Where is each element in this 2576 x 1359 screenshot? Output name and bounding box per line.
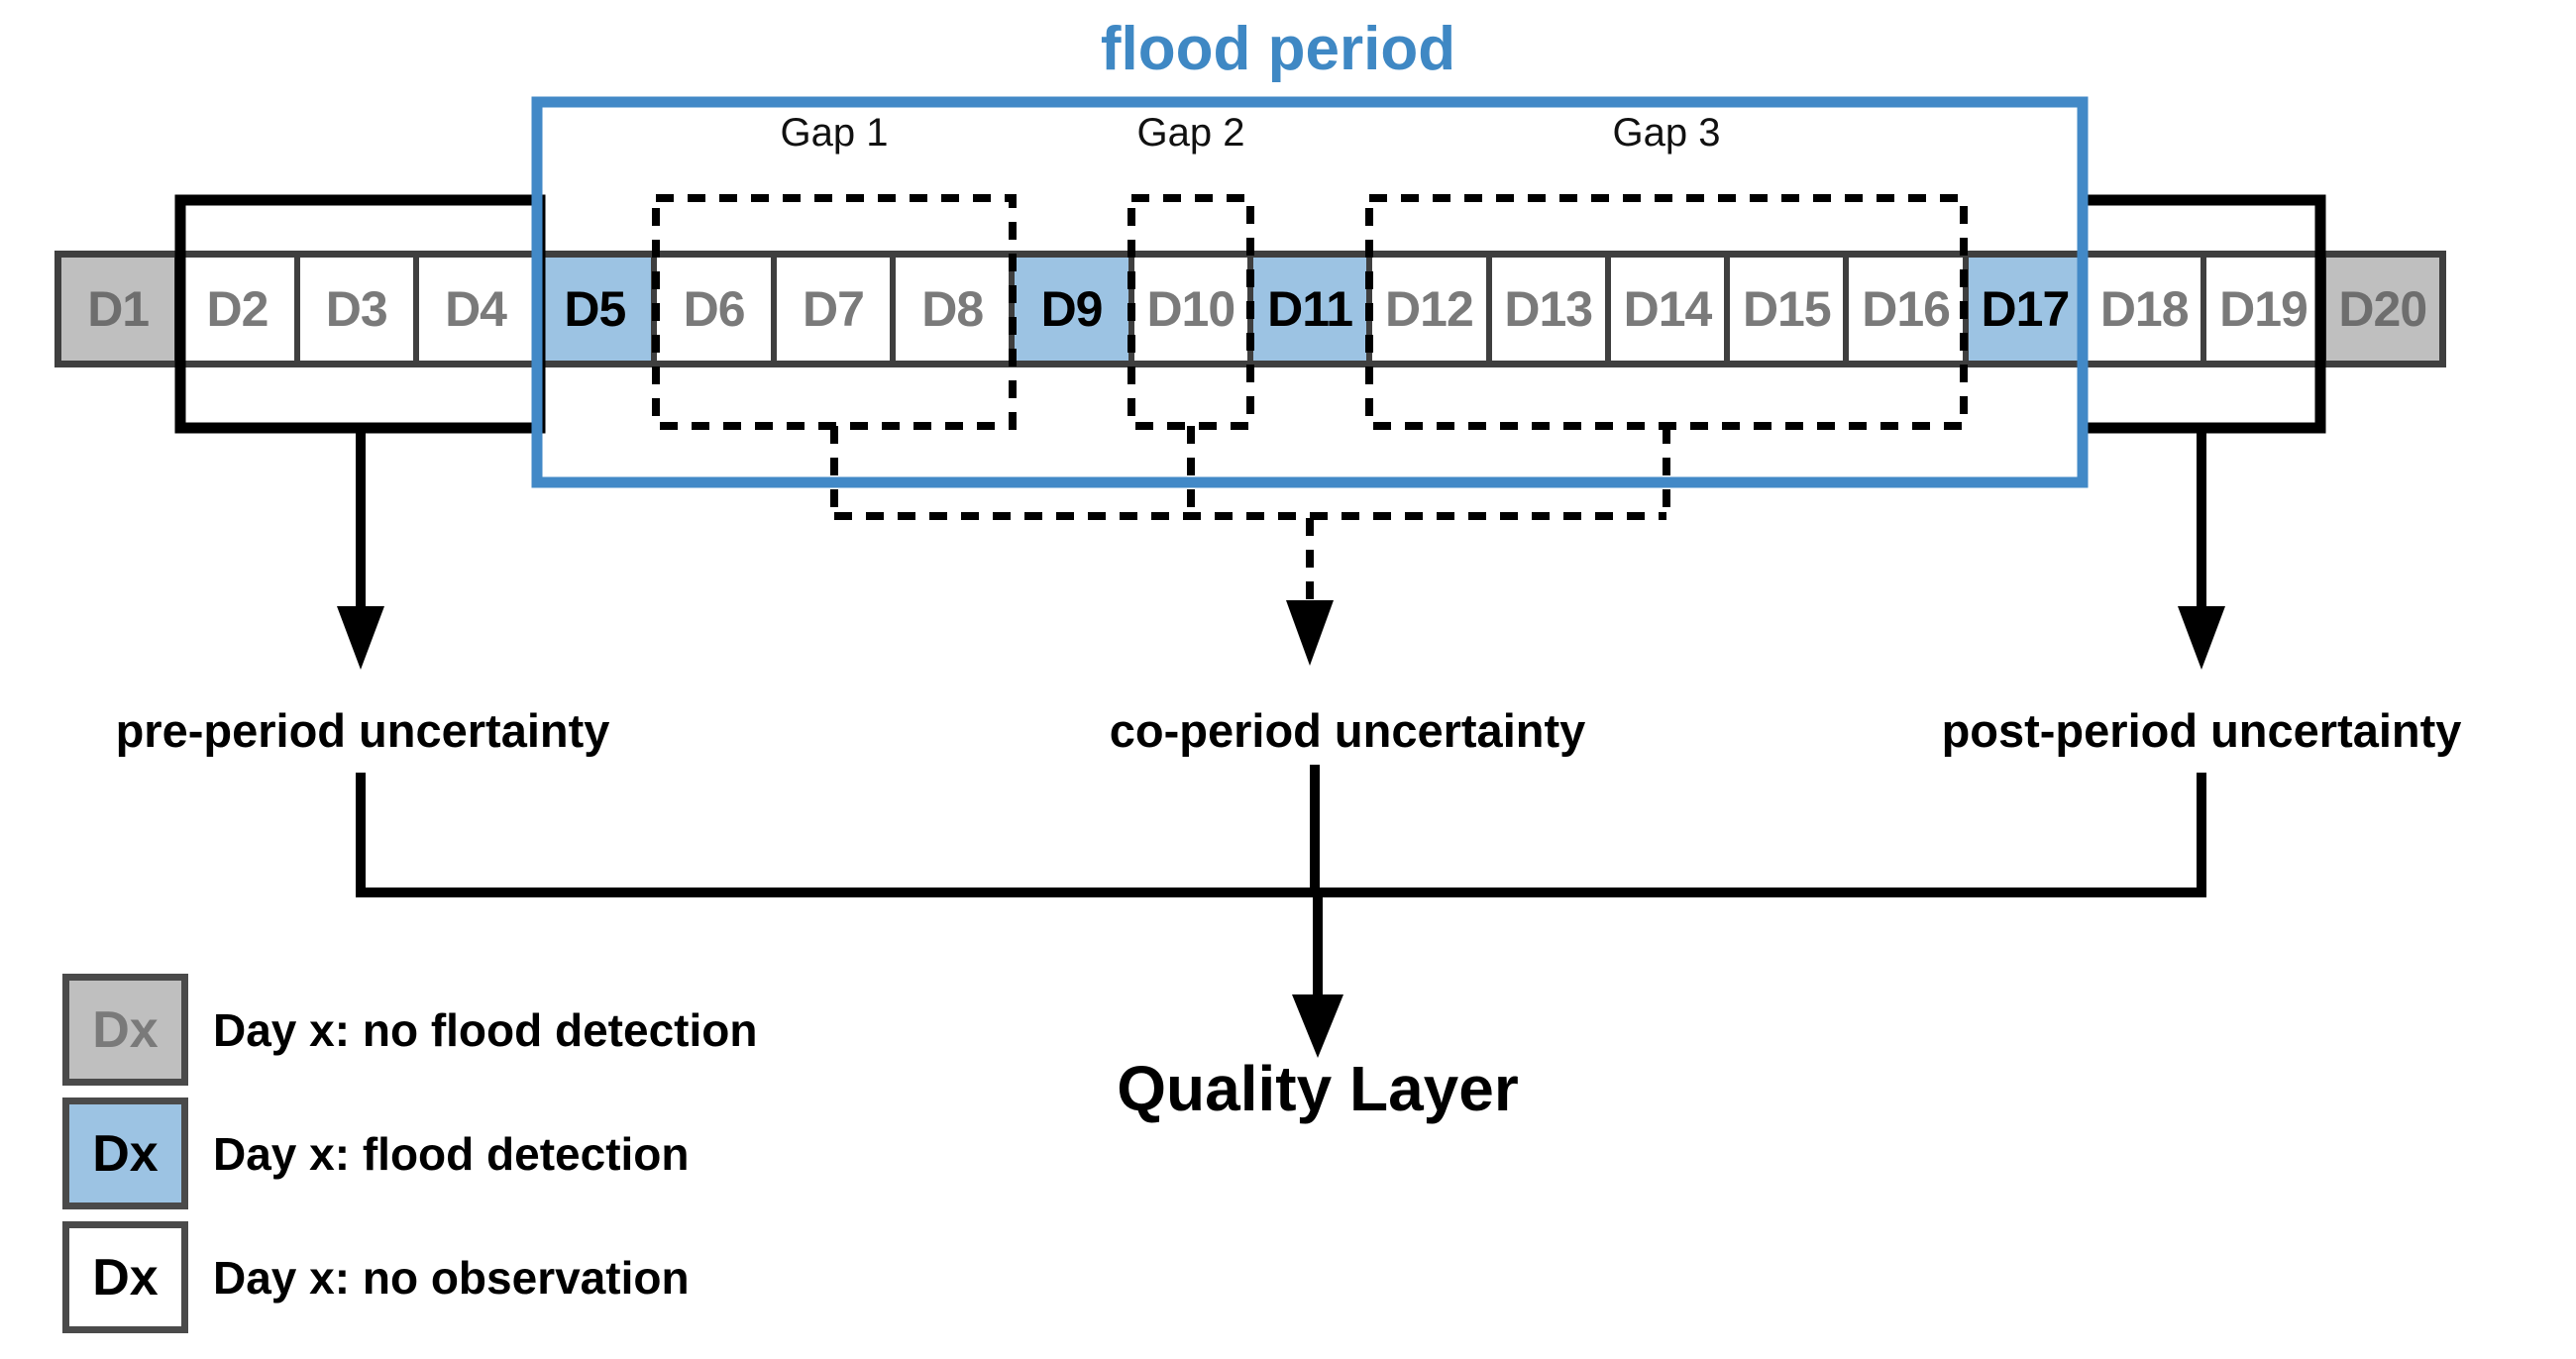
legend-swatch-flood-detection: Dx bbox=[62, 1098, 188, 1209]
pre-period-arrowhead-icon bbox=[337, 606, 384, 670]
day-cell-d8: D8 bbox=[890, 258, 1010, 361]
pre-period-uncertainty-label: pre-period uncertainty bbox=[115, 704, 610, 757]
post-period-arrowhead-icon bbox=[2178, 606, 2225, 670]
legend-item-no-flood-detection: Dx Day x: no flood detection bbox=[62, 974, 757, 1086]
legend-label-flood-detection: Day x: flood detection bbox=[213, 1127, 690, 1180]
day-cell-d16: D16 bbox=[1843, 258, 1963, 361]
day-cell-d6: D6 bbox=[651, 258, 771, 361]
legend-label-no-observation: Day x: no observation bbox=[213, 1251, 690, 1304]
quality-layer-arrowhead-icon bbox=[1292, 994, 1343, 1058]
gap1-label: Gap 1 bbox=[780, 111, 889, 155]
day-cell-d11: D11 bbox=[1246, 258, 1367, 361]
day-cell-d19: D19 bbox=[2200, 258, 2320, 361]
day-cell-d3: D3 bbox=[293, 258, 413, 361]
legend-item-no-observation: Dx Day x: no observation bbox=[62, 1221, 690, 1333]
day-cell-d4: D4 bbox=[412, 258, 533, 361]
day-cell-d14: D14 bbox=[1604, 258, 1725, 361]
co-period-uncertainty-label: co-period uncertainty bbox=[1109, 704, 1586, 757]
post-period-uncertainty-label: post-period uncertainty bbox=[1941, 704, 2462, 757]
legend-label-no-flood-detection: Day x: no flood detection bbox=[213, 1003, 758, 1056]
gap-collector-dashed bbox=[830, 426, 1670, 520]
day-timeline-strip: D1 D2 D3 D4 D5 D6 D7 D8 D9 D10 D11 D12 D… bbox=[54, 251, 2446, 367]
day-cell-d12: D12 bbox=[1366, 258, 1486, 361]
day-cell-d18: D18 bbox=[2082, 258, 2201, 361]
gap3-label: Gap 3 bbox=[1612, 111, 1721, 155]
legend-item-flood-detection: Dx Day x: flood detection bbox=[62, 1098, 689, 1209]
day-cell-d5: D5 bbox=[532, 258, 652, 361]
day-cell-d15: D15 bbox=[1724, 258, 1844, 361]
day-cell-d1: D1 bbox=[61, 258, 175, 361]
gap2-label: Gap 2 bbox=[1136, 111, 1245, 155]
day-cell-d17: D17 bbox=[1962, 258, 2083, 361]
day-cell-d2: D2 bbox=[174, 258, 294, 361]
co-period-arrowhead-icon bbox=[1286, 600, 1334, 666]
day-cell-d20: D20 bbox=[2319, 258, 2439, 361]
day-cell-d7: D7 bbox=[770, 258, 891, 361]
uncertainty-collector bbox=[356, 773, 2206, 897]
quality-layer-label: Quality Layer bbox=[1117, 1053, 1519, 1124]
day-cell-d13: D13 bbox=[1485, 258, 1605, 361]
legend-swatch-no-observation: Dx bbox=[62, 1221, 188, 1333]
flood-period-title: flood period bbox=[1100, 15, 1456, 83]
legend-swatch-no-flood-detection: Dx bbox=[62, 974, 188, 1086]
day-cell-d10: D10 bbox=[1127, 258, 1247, 361]
day-cell-d9: D9 bbox=[1009, 258, 1128, 361]
